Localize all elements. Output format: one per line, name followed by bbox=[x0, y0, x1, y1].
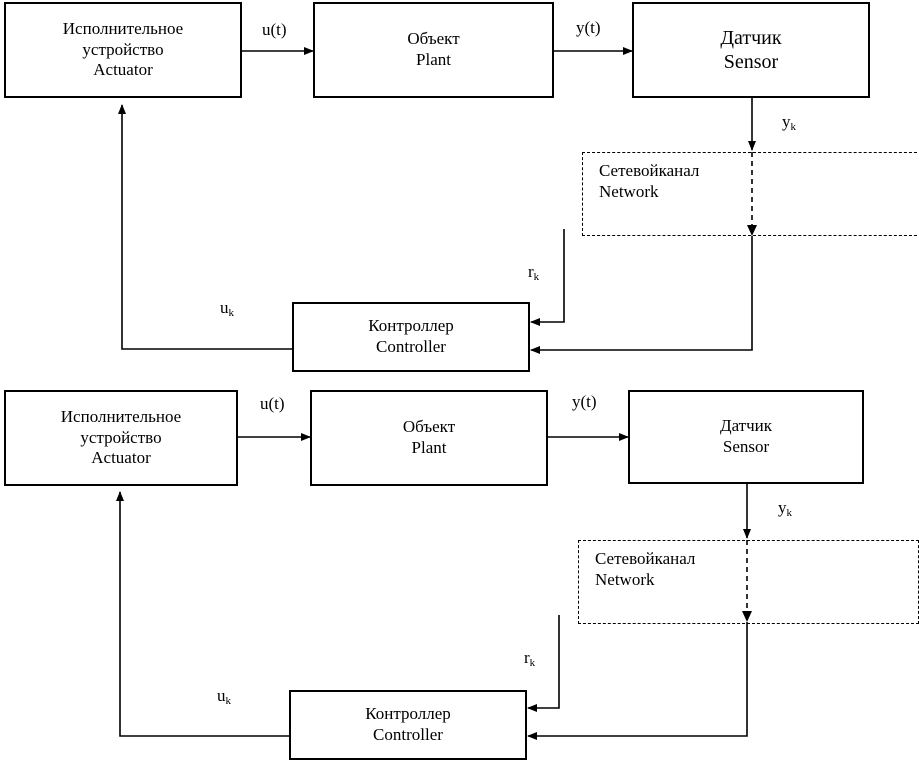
actuator-label-en: Actuator bbox=[91, 448, 151, 468]
signal-label-r-k: rk bbox=[528, 262, 540, 283]
actuator-block: Исполнительное устройство Actuator bbox=[4, 390, 238, 486]
network-exit-arrowhead bbox=[742, 611, 752, 622]
sensor-block: Датчик Sensor bbox=[632, 2, 870, 98]
arrow-reference-to-controller bbox=[527, 615, 560, 712]
sensor-label-en: Sensor bbox=[722, 437, 770, 456]
controller-label-en: Controller bbox=[373, 725, 443, 744]
network-label-ru: Сетевойканал bbox=[595, 549, 696, 568]
connection-lines bbox=[116, 433, 752, 740]
sensor-block: Датчик Sensor bbox=[628, 390, 864, 484]
network-label-en: Network bbox=[595, 569, 655, 589]
actuator-label-en: Actuator bbox=[93, 60, 153, 80]
arrow-controller-to-actuator bbox=[118, 104, 292, 350]
plant-label-en: Plant bbox=[411, 438, 447, 457]
signal-label-y-t: y(t) bbox=[572, 392, 597, 411]
controller-label-ru: Контроллер bbox=[368, 316, 454, 336]
network-block: Сетевойканал Network bbox=[578, 540, 919, 624]
actuator-label-ru-1: Исполнительное bbox=[62, 18, 184, 38]
arrow-network-to-controller bbox=[530, 236, 753, 354]
signal-label-u-t: u(t) bbox=[262, 20, 287, 39]
network-label-en: Network bbox=[599, 181, 659, 201]
sensor-label-ru: Датчик bbox=[719, 416, 773, 436]
arrow-network-to-controller bbox=[527, 622, 748, 740]
controller-label-ru: Контроллер bbox=[365, 704, 451, 724]
actuator-label-ru-2: устройство bbox=[80, 427, 162, 447]
controller-block: Контроллер Controller bbox=[292, 302, 530, 372]
sensor-label-ru: Датчик bbox=[720, 26, 782, 49]
network-block: Сетевойканал Network bbox=[582, 152, 919, 236]
network-label-ru: Сетевойканал bbox=[599, 161, 700, 180]
plant-label-ru: Объект bbox=[402, 417, 456, 437]
signal-label-y-k: yk bbox=[782, 112, 796, 133]
signal-label-y-t: y(t) bbox=[576, 18, 601, 37]
plant-label-en: Plant bbox=[416, 50, 451, 69]
plant-label-ru: Объект bbox=[407, 29, 460, 49]
network-exit-arrowhead bbox=[747, 225, 757, 236]
arrow-controller-to-actuator bbox=[116, 491, 289, 737]
plant-block: Объект Plant bbox=[310, 390, 548, 486]
connection-lines bbox=[118, 47, 757, 354]
actuator-block: Исполнительное устройство Actuator bbox=[4, 2, 242, 98]
block-diagram-bottom: Исполнительное устройство Actuator Объек… bbox=[0, 386, 919, 770]
signal-label-y-k: yk bbox=[778, 498, 792, 519]
arrow-reference-to-controller bbox=[530, 229, 565, 326]
signal-label-u-k: uk bbox=[217, 686, 231, 707]
signal-label-r-k: rk bbox=[524, 648, 536, 669]
controller-block: Контроллер Controller bbox=[289, 690, 527, 760]
block-diagram-top: Исполнительное устройство Actuator Объек… bbox=[0, 0, 919, 384]
actuator-label-ru-2: устройство bbox=[82, 39, 164, 59]
sensor-label-en: Sensor bbox=[723, 51, 779, 73]
controller-label-en: Controller bbox=[376, 337, 446, 356]
actuator-label-ru-1: Исполнительное bbox=[60, 406, 182, 426]
plant-block: Объект Plant bbox=[313, 2, 554, 98]
signal-label-u-t: u(t) bbox=[260, 394, 285, 413]
signal-label-u-k: uk bbox=[220, 298, 234, 319]
